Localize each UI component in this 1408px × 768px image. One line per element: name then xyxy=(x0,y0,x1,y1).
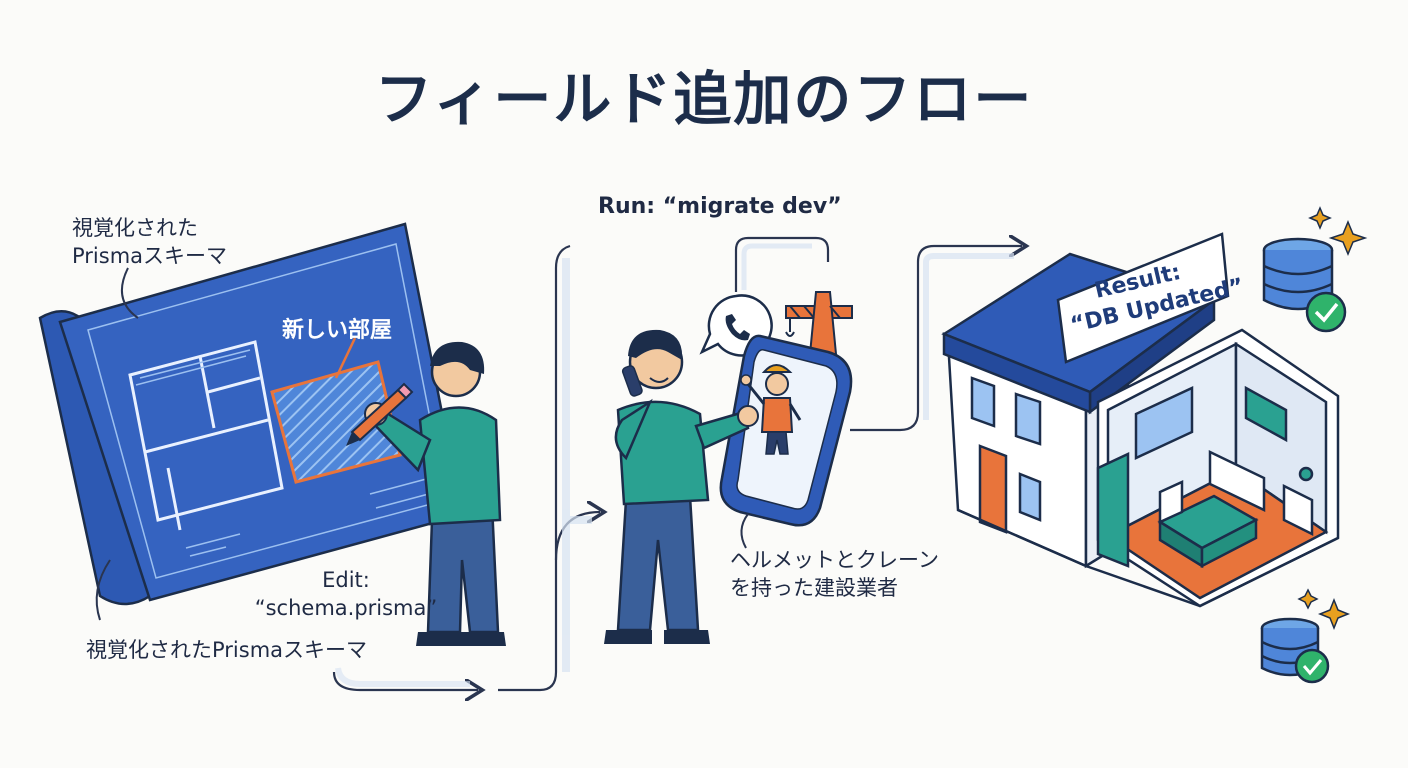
edit-label-line1: Edit: xyxy=(322,568,370,592)
flow-arrow-1 xyxy=(498,244,600,692)
check-icon xyxy=(1294,648,1330,684)
designer-person xyxy=(364,341,506,646)
edit-label-line2: “schema.prisma” xyxy=(254,596,438,620)
database-icon xyxy=(1262,237,1334,311)
new-room-label: 新しい部屋 xyxy=(282,318,393,343)
command-label: Run: “migrate dev” xyxy=(598,194,842,219)
blueprint-label-line2: Prismaスキーマ xyxy=(72,244,228,268)
builder-label-line2: を持った建設業者 xyxy=(730,576,898,600)
edit-label: Edit: “schema.prisma” xyxy=(246,566,446,622)
sparkle-icon xyxy=(1297,206,1368,631)
result-sign xyxy=(1056,232,1230,364)
check-icon xyxy=(1305,291,1347,333)
caller-person xyxy=(604,329,759,644)
pencil-icon xyxy=(346,382,414,446)
flow-arrow-1a xyxy=(332,671,478,690)
builder-label: ヘルメットとクレーン を持った建設業者 xyxy=(730,546,939,602)
blueprint-icon xyxy=(38,222,464,606)
blueprint-label: 視覚化された Prismaスキーマ xyxy=(72,214,227,270)
builder-person xyxy=(740,364,802,455)
flow-arrow-2 xyxy=(850,246,1022,432)
page-title: フィールド追加のフロー xyxy=(374,65,1034,133)
blueprint-label-line1: 視覚化された xyxy=(72,216,198,240)
bottom-blueprint-label: 視覚化されたPrismaスキーマ xyxy=(86,638,368,662)
builder-label-line1: ヘルメットとクレーン xyxy=(730,548,939,572)
